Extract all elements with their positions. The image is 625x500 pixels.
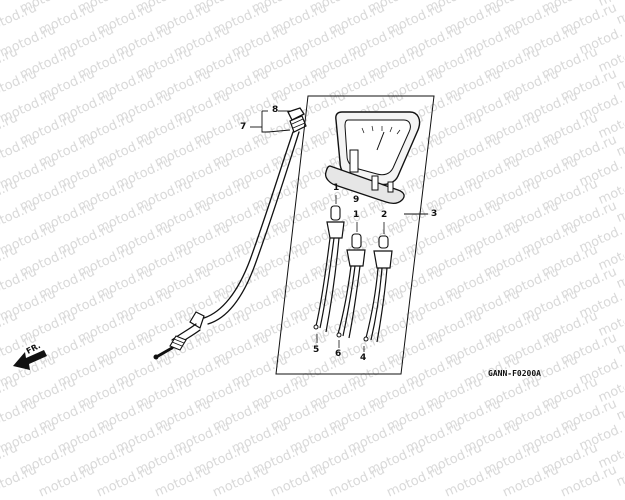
assembly-boundary [275, 95, 435, 375]
speedometer-meter [324, 111, 421, 204]
watermark: motod.ru [0, 462, 40, 500]
leader-lines-cable [250, 110, 291, 133]
watermark: motod.ru [614, 473, 625, 490]
speedometer-cable [153, 107, 307, 360]
front-direction-arrow [13, 350, 47, 370]
watermark: motod.ru [94, 462, 156, 500]
bulb-socket-right [363, 222, 393, 352]
callout-9: 9 [353, 195, 360, 205]
watermark: motod.ru [36, 462, 98, 500]
parts-diagram [13, 95, 435, 375]
callout-8: 8 [272, 105, 279, 115]
bulb-socket-left [313, 195, 345, 343]
callout-5: 5 [313, 345, 320, 355]
watermark: motod.ru [326, 462, 388, 500]
callout-6: 6 [335, 349, 342, 359]
bulb-socket-middle [336, 222, 366, 348]
watermark: motod.ru [210, 462, 272, 500]
watermark: motod.ru [500, 462, 562, 500]
callout-1a: 1 [333, 183, 340, 193]
callout-1b: 1 [353, 210, 360, 220]
watermark: motod.ru [268, 462, 330, 500]
diagram-code: GANN-F0200A [488, 369, 541, 378]
watermark: motod.ru [384, 462, 446, 500]
callout-4: 4 [360, 353, 367, 363]
callout-7: 7 [240, 122, 247, 132]
watermark: motod.ru [558, 462, 620, 500]
watermark: motod.ru [442, 462, 504, 500]
callout-2: 2 [381, 210, 388, 220]
watermark: motod.ru [152, 462, 214, 500]
callout-3: 3 [431, 209, 438, 219]
